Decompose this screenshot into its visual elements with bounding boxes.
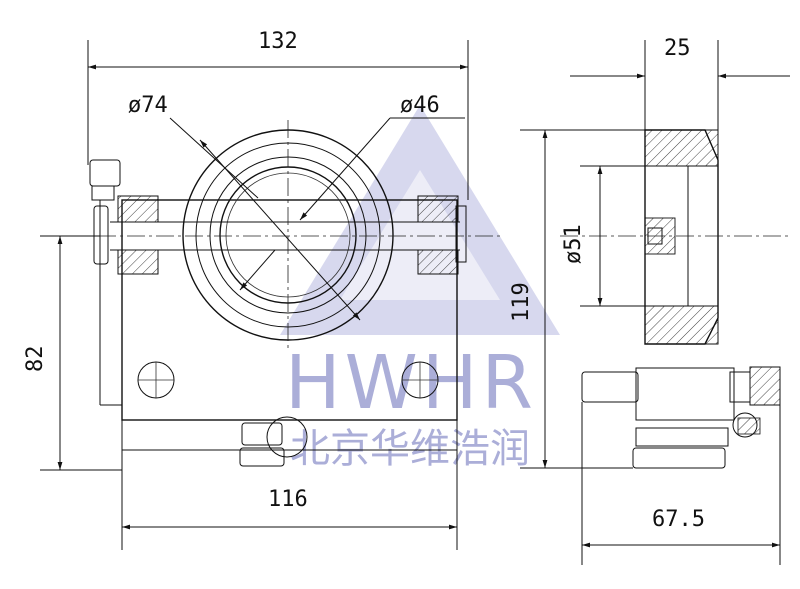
dim-width-top: 132 bbox=[258, 29, 298, 54]
watermark-logo-inner bbox=[340, 170, 500, 300]
dim-side-depth: 67.5 bbox=[652, 507, 705, 532]
watermark-brand: HWHR bbox=[285, 340, 537, 426]
dim-diameter-inner: ø46 bbox=[400, 93, 440, 118]
side-dimensions: 25 119 ø51 67.5 bbox=[509, 36, 790, 565]
front-view bbox=[40, 117, 500, 467]
dim-height-left: 82 bbox=[23, 346, 48, 373]
front-dimensions: 132 ø74 ø46 82 116 bbox=[23, 29, 469, 550]
dim-width-bottom: 116 bbox=[268, 487, 308, 512]
dim-side-diameter: ø51 bbox=[561, 224, 586, 264]
side-view bbox=[560, 129, 792, 469]
watermark-company: 北京华维浩润 bbox=[290, 426, 530, 472]
dim-height-right: 119 bbox=[509, 282, 534, 322]
dim-side-thickness: 25 bbox=[664, 36, 691, 61]
dim-diameter-outer: ø74 bbox=[128, 93, 168, 118]
